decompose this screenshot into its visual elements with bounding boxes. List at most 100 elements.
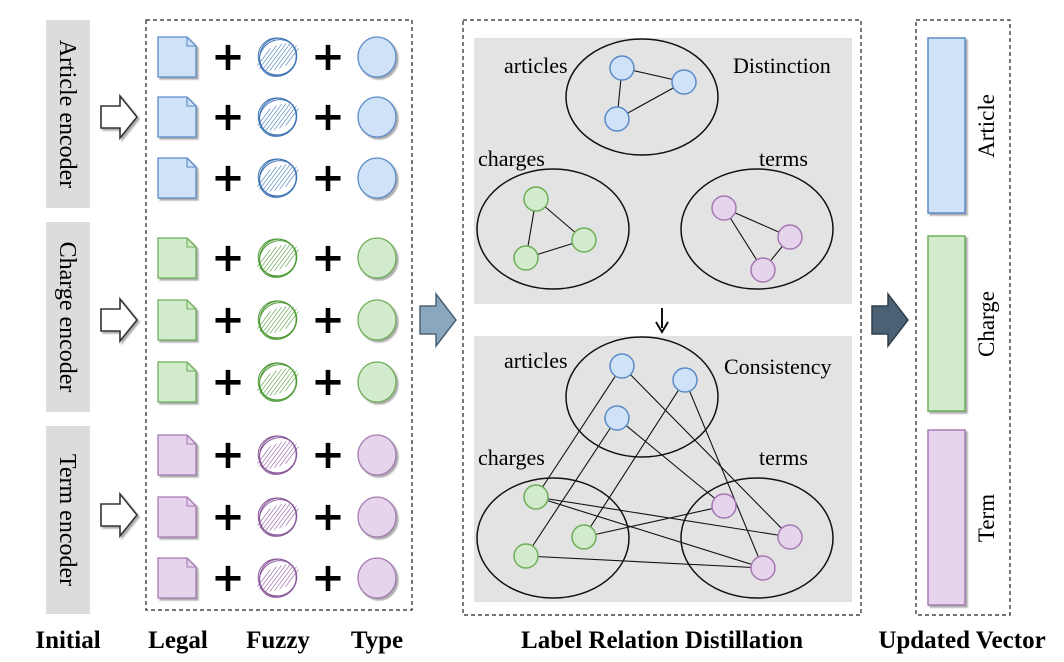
initial-label: Initial bbox=[35, 627, 100, 654]
charge-node bbox=[513, 543, 539, 569]
plus-operator: + bbox=[211, 235, 245, 281]
plus-operator: + bbox=[211, 555, 245, 601]
right-arrow-outline-icon bbox=[100, 491, 139, 539]
fuzzy-label: Fuzzy bbox=[246, 627, 310, 654]
down-arrow-icon bbox=[655, 308, 669, 334]
plus-operator: + bbox=[311, 34, 345, 80]
term-node bbox=[777, 524, 803, 550]
terms-ellipse bbox=[680, 168, 834, 290]
scribble-circle-icon bbox=[257, 300, 299, 340]
term-node bbox=[711, 493, 737, 519]
plus-operator: + bbox=[311, 555, 345, 601]
circle-icon bbox=[357, 496, 397, 538]
article-node bbox=[671, 69, 697, 95]
scribble-circle-icon bbox=[257, 362, 299, 402]
document-fold bbox=[186, 37, 196, 47]
bottom-labels: Initial Legal Fuzzy Type Label Relation … bbox=[35, 627, 1045, 654]
input-row: ++ bbox=[157, 555, 397, 601]
consistency-panel: articles Consistency charges terms bbox=[474, 336, 852, 602]
article-node bbox=[672, 367, 698, 393]
term-node bbox=[711, 195, 737, 221]
input-container bbox=[145, 19, 413, 611]
input-row: ++ bbox=[157, 432, 397, 478]
big-arrow-icon bbox=[419, 291, 457, 349]
big-arrow-dark-icon bbox=[871, 291, 909, 349]
scribble-circle-icon bbox=[257, 37, 299, 77]
distillation-container bbox=[462, 19, 862, 616]
circle-icon bbox=[357, 557, 397, 599]
term-encoder-box bbox=[46, 426, 90, 614]
hollow-arrows bbox=[100, 93, 139, 539]
charge-node bbox=[523, 186, 549, 212]
updated-vector-container bbox=[915, 19, 1011, 616]
charge-encoder-box bbox=[46, 222, 90, 412]
plus-operator: + bbox=[211, 34, 245, 80]
circle-icon bbox=[357, 237, 397, 279]
plus-operator: + bbox=[211, 94, 245, 140]
type-label: Type bbox=[351, 627, 403, 654]
distillation-label: Label Relation Distillation bbox=[521, 627, 803, 654]
circle-icon bbox=[357, 299, 397, 341]
document-fold bbox=[186, 362, 196, 372]
document-icon bbox=[157, 36, 197, 78]
circle-icon bbox=[357, 96, 397, 138]
term-node bbox=[777, 224, 803, 250]
input-row: ++ bbox=[157, 297, 397, 343]
plus-operator: + bbox=[311, 432, 345, 478]
scribble-circle-icon bbox=[257, 497, 299, 537]
distinction-charges-label: charges bbox=[478, 146, 545, 171]
term-encoder-label: Term encoder bbox=[54, 454, 80, 586]
article-encoder-label: Article encoder bbox=[54, 40, 80, 189]
input-row: ++ bbox=[157, 494, 397, 540]
circle-icon bbox=[357, 36, 397, 78]
input-row: ++ bbox=[157, 359, 397, 405]
updated-vector-label: Updated Vector bbox=[878, 627, 1045, 654]
circle-icon bbox=[357, 361, 397, 403]
document-fold bbox=[186, 497, 196, 507]
plus-operator: + bbox=[311, 297, 345, 343]
article-node bbox=[604, 106, 630, 132]
plus-operator: + bbox=[311, 235, 345, 281]
plus-operator: + bbox=[211, 155, 245, 201]
document-fold bbox=[186, 558, 196, 568]
article-vector bbox=[927, 37, 966, 214]
article-vector-label: Article bbox=[974, 94, 999, 158]
document-fold bbox=[186, 300, 196, 310]
charge-vector-label: Charge bbox=[974, 291, 999, 357]
article-node bbox=[609, 55, 635, 81]
plus-operator: + bbox=[311, 94, 345, 140]
distinction-panel: articles Distinction charges terms bbox=[474, 38, 852, 304]
input-row: ++ bbox=[157, 34, 397, 80]
term-vector bbox=[927, 429, 966, 606]
plus-operator: + bbox=[311, 494, 345, 540]
distinction-title: Distinction bbox=[733, 53, 831, 78]
plus-operator: + bbox=[211, 359, 245, 405]
right-arrow-outline-icon bbox=[100, 296, 139, 344]
charge-encoder-block: Charge encoder bbox=[46, 222, 90, 412]
charges-ellipse bbox=[476, 477, 630, 599]
charge-node bbox=[523, 484, 549, 510]
consistency-terms-label: terms bbox=[759, 445, 808, 470]
plus-operator: + bbox=[311, 359, 345, 405]
document-icon bbox=[157, 299, 197, 341]
term-node bbox=[750, 257, 776, 283]
consistency-articles-label: articles bbox=[504, 348, 568, 373]
document-icon bbox=[157, 434, 197, 476]
input-row: ++ bbox=[157, 94, 397, 140]
consistency-charges-label: charges bbox=[478, 445, 545, 470]
document-fold bbox=[186, 158, 196, 168]
updated-vectors bbox=[927, 37, 966, 606]
document-fold bbox=[186, 238, 196, 248]
charges-ellipse bbox=[476, 168, 630, 290]
term-encoder-block: Term encoder bbox=[46, 426, 90, 614]
articles-ellipse bbox=[565, 336, 719, 458]
input-row: ++ bbox=[157, 235, 397, 281]
circle-icon bbox=[357, 434, 397, 476]
charge-encoder-label: Charge encoder bbox=[54, 242, 80, 393]
legal-label: Legal bbox=[148, 627, 208, 654]
term-vector-label: Term bbox=[974, 494, 999, 542]
document-fold bbox=[186, 97, 196, 107]
plus-operator: + bbox=[211, 432, 245, 478]
consistency-title: Consistency bbox=[724, 354, 832, 379]
